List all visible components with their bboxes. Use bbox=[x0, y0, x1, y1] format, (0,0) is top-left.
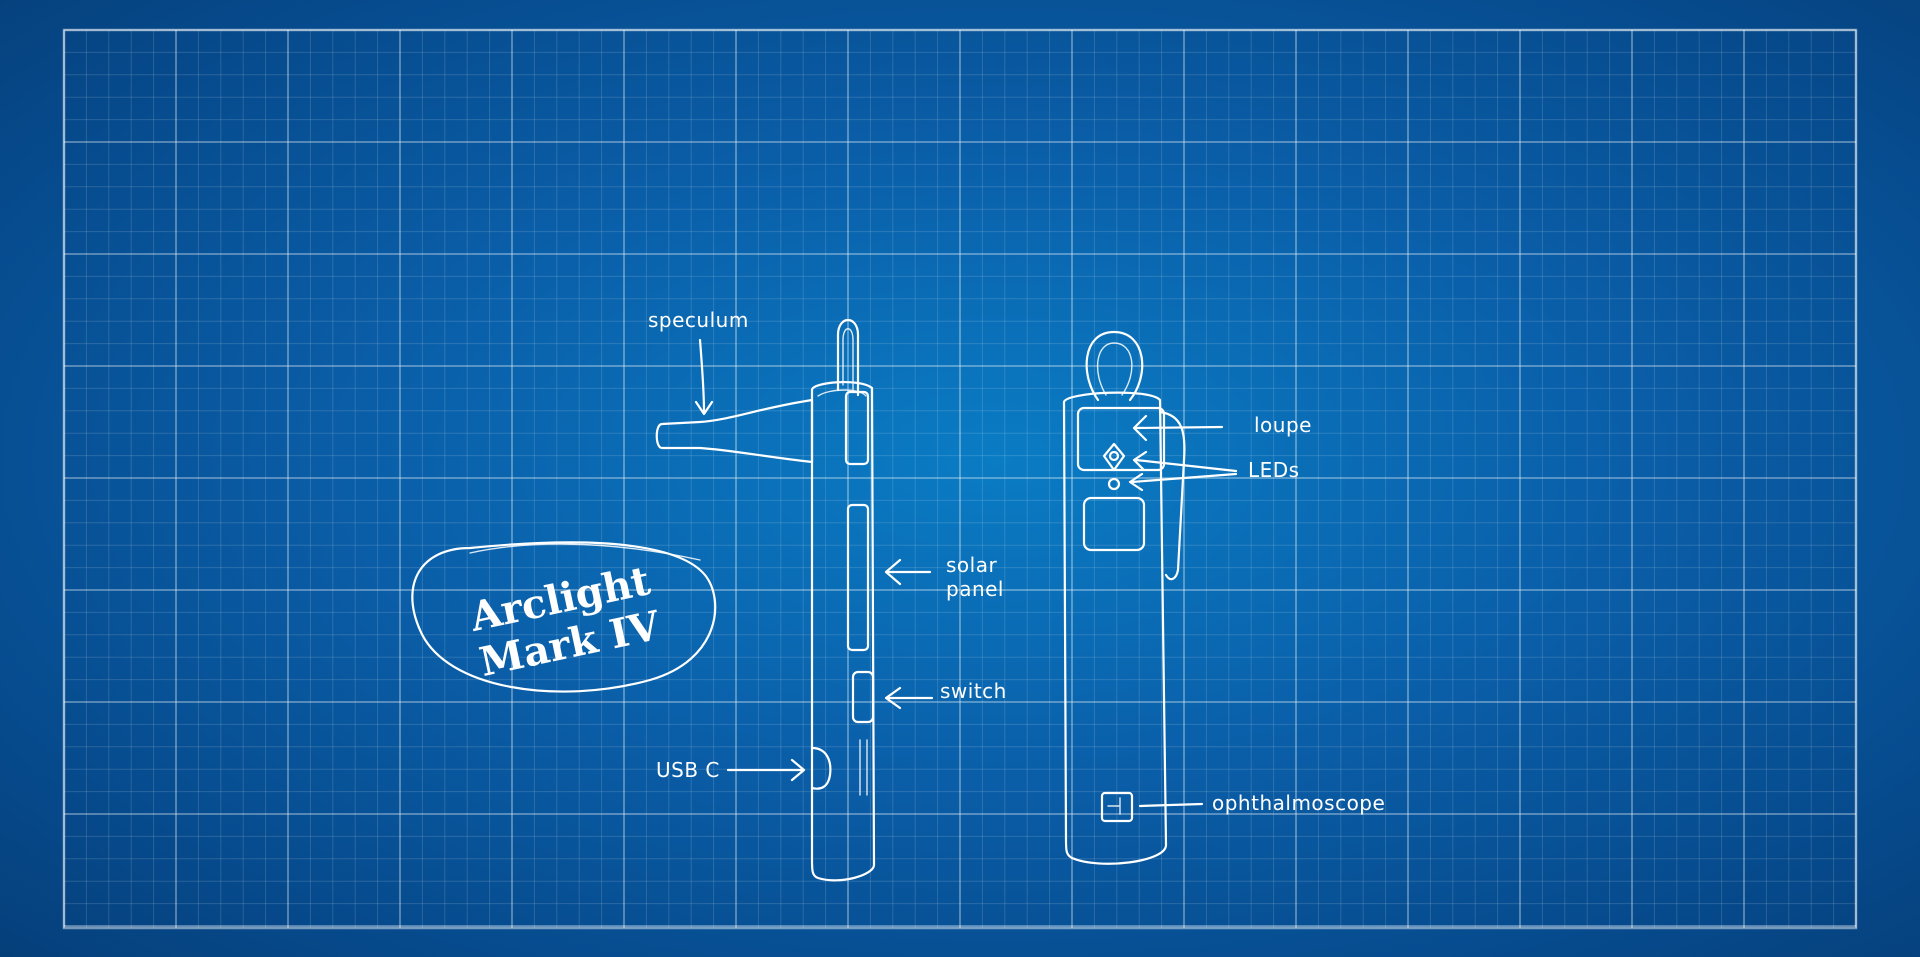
grid-border bbox=[62, 28, 1858, 930]
solar-panel-shape bbox=[846, 503, 870, 652]
front-loop bbox=[1085, 330, 1144, 402]
label-loupe: loupe bbox=[1254, 413, 1312, 437]
ophthalmoscope-mark bbox=[1107, 797, 1121, 815]
side-body-top bbox=[817, 389, 867, 397]
label-switch: switch bbox=[940, 679, 1007, 703]
solar-arrow bbox=[884, 558, 932, 586]
loupe-arrow bbox=[1132, 414, 1224, 442]
switch-arrow bbox=[884, 686, 934, 710]
label-usb: USB C bbox=[656, 758, 720, 782]
label-ophthalmoscope: ophthalmoscope bbox=[1212, 791, 1385, 815]
side-body bbox=[810, 380, 876, 882]
label-solar-line-2: panel bbox=[946, 577, 1004, 601]
usb-port-shape bbox=[810, 746, 832, 790]
blueprint-grid bbox=[62, 28, 1858, 930]
label-leds: LEDs bbox=[1248, 458, 1300, 482]
side-vents bbox=[859, 739, 868, 796]
side-clip bbox=[836, 318, 860, 397]
label-solar-line-1: solar bbox=[946, 553, 997, 577]
led-arrow-top bbox=[1132, 450, 1238, 473]
loupe-window bbox=[1076, 406, 1166, 472]
title-badge: Arclight Mark IV bbox=[411, 541, 717, 693]
callout-arrows bbox=[694, 338, 1238, 808]
front-panel bbox=[1082, 496, 1146, 552]
callout-labels: speculum solar panel switch USB C loupe … bbox=[648, 308, 1385, 815]
label-speculum: speculum bbox=[648, 308, 749, 332]
title-ellipse bbox=[411, 541, 717, 693]
title-ellipse-stroke bbox=[469, 543, 701, 561]
led-arrow-bottom bbox=[1128, 472, 1238, 492]
front-side-clip bbox=[1158, 410, 1186, 581]
ophthalmoscope-arrow bbox=[1138, 802, 1204, 808]
led-diamond bbox=[1102, 442, 1126, 472]
front-loop-inner bbox=[1096, 342, 1133, 396]
speculum-shape bbox=[655, 398, 814, 464]
switch-shape bbox=[851, 670, 875, 724]
side-clip-inner bbox=[842, 328, 854, 391]
device-side-view bbox=[655, 318, 876, 882]
speculum-arrow bbox=[694, 338, 714, 416]
device-front-view bbox=[1062, 330, 1186, 865]
led-bottom bbox=[1107, 477, 1121, 491]
side-top-window bbox=[844, 390, 870, 466]
usb-arrow bbox=[726, 758, 806, 782]
led-top-dot bbox=[1108, 450, 1120, 462]
ophthalmoscope-window bbox=[1100, 791, 1134, 823]
front-body bbox=[1062, 391, 1168, 865]
